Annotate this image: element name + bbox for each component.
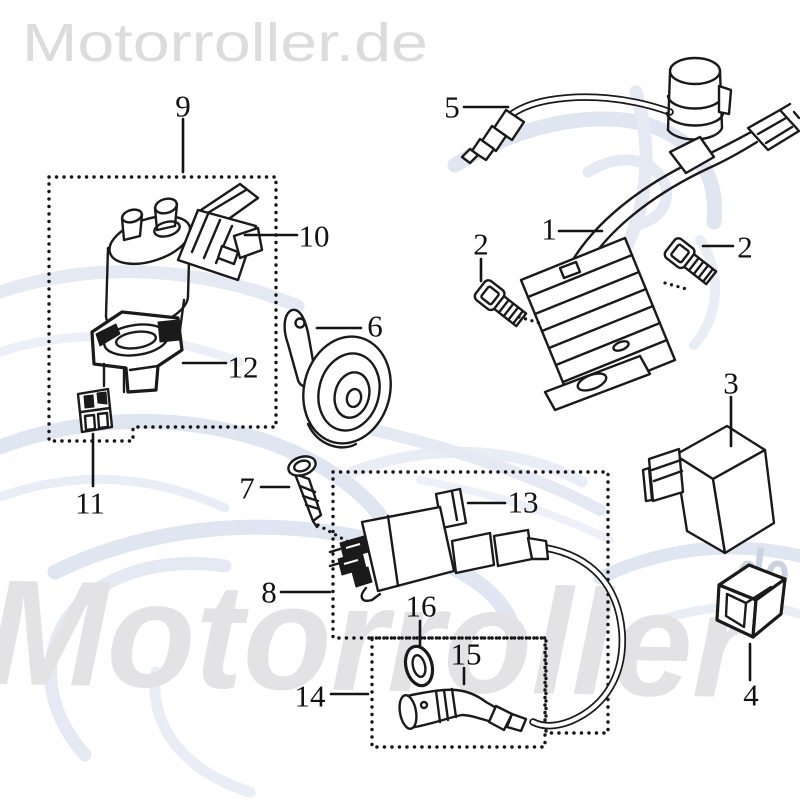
callout-label-4: 4 xyxy=(743,678,759,713)
callout-4: 4 xyxy=(743,642,759,713)
callout-label-12: 12 xyxy=(228,350,259,385)
callout-label-3: 3 xyxy=(723,366,739,401)
part-relay-rubber-mount xyxy=(90,310,184,394)
part-starter-relay xyxy=(76,182,264,434)
callout-label-14: 14 xyxy=(295,679,327,714)
relay-connector-block xyxy=(176,208,264,282)
callout-label-15: 15 xyxy=(451,637,482,672)
callout-10: 10 xyxy=(243,219,330,254)
group-box-ignition-coil xyxy=(331,470,610,735)
canister xyxy=(665,56,733,141)
regulator-body xyxy=(519,236,677,412)
callout-5: 5 xyxy=(444,90,510,125)
part-spark-plug-cap xyxy=(398,687,528,733)
callout-8: 8 xyxy=(261,575,332,610)
mounting-bolt-left xyxy=(473,279,528,328)
part-cable-assembly xyxy=(460,56,733,165)
relay-terminal-studs xyxy=(120,197,181,242)
callout-11: 11 xyxy=(75,432,105,521)
part-horn xyxy=(283,308,392,449)
mounting-bolt-right xyxy=(663,237,718,286)
part-regulator-rectifier xyxy=(473,102,800,412)
callout-label-11: 11 xyxy=(75,486,105,521)
callout-label-5: 5 xyxy=(444,90,460,125)
callout-label-13: 13 xyxy=(508,485,539,520)
callouts: 9 10 12 11 6 7 5 1 2 2 3 4 8 14 13 xyxy=(75,89,759,714)
part-cdi-unit xyxy=(641,424,776,555)
harness-connector xyxy=(746,102,800,152)
callout-2-right: 2 xyxy=(701,230,753,265)
callout-label-2-left: 2 xyxy=(473,227,489,262)
callout-label-9: 9 xyxy=(175,89,191,124)
callout-15: 15 xyxy=(451,637,482,686)
part-grommet xyxy=(403,644,435,688)
callout-2-left: 2 xyxy=(473,227,489,283)
callout-7: 7 xyxy=(239,471,291,506)
callout-12: 12 xyxy=(181,350,259,385)
callout-14: 14 xyxy=(295,679,370,714)
header-logo-text: Motorroller.de xyxy=(22,13,428,73)
callout-label-1: 1 xyxy=(541,212,557,247)
callout-label-2-right: 2 xyxy=(737,230,753,265)
callout-1: 1 xyxy=(541,212,604,247)
part-rubber-holder xyxy=(715,563,787,639)
callout-13: 13 xyxy=(466,485,539,520)
callout-label-7: 7 xyxy=(239,471,255,506)
callout-label-16: 16 xyxy=(406,589,437,624)
callout-16: 16 xyxy=(406,589,437,647)
part-ignition-coil xyxy=(328,487,627,730)
cable-connector-plug xyxy=(460,108,526,165)
part-fuse xyxy=(76,387,114,434)
callout-9: 9 xyxy=(175,89,191,174)
callout-label-8: 8 xyxy=(261,575,277,610)
callout-label-10: 10 xyxy=(299,219,330,254)
callout-label-6: 6 xyxy=(367,309,383,344)
callout-6: 6 xyxy=(315,309,383,344)
callout-3: 3 xyxy=(723,366,739,448)
